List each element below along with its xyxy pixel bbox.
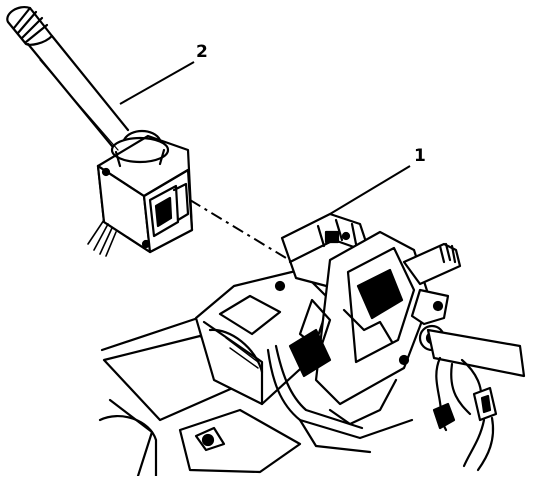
callout-1-leader: [329, 165, 411, 215]
steering-column-housing-icon: [98, 212, 526, 478]
callout-2-leader: [119, 61, 195, 105]
alignment-line: [189, 199, 297, 265]
callout-2: 2: [196, 42, 208, 62]
multifunction-switch-lever-icon: [6, 6, 194, 257]
callout-1: 1: [414, 146, 426, 166]
